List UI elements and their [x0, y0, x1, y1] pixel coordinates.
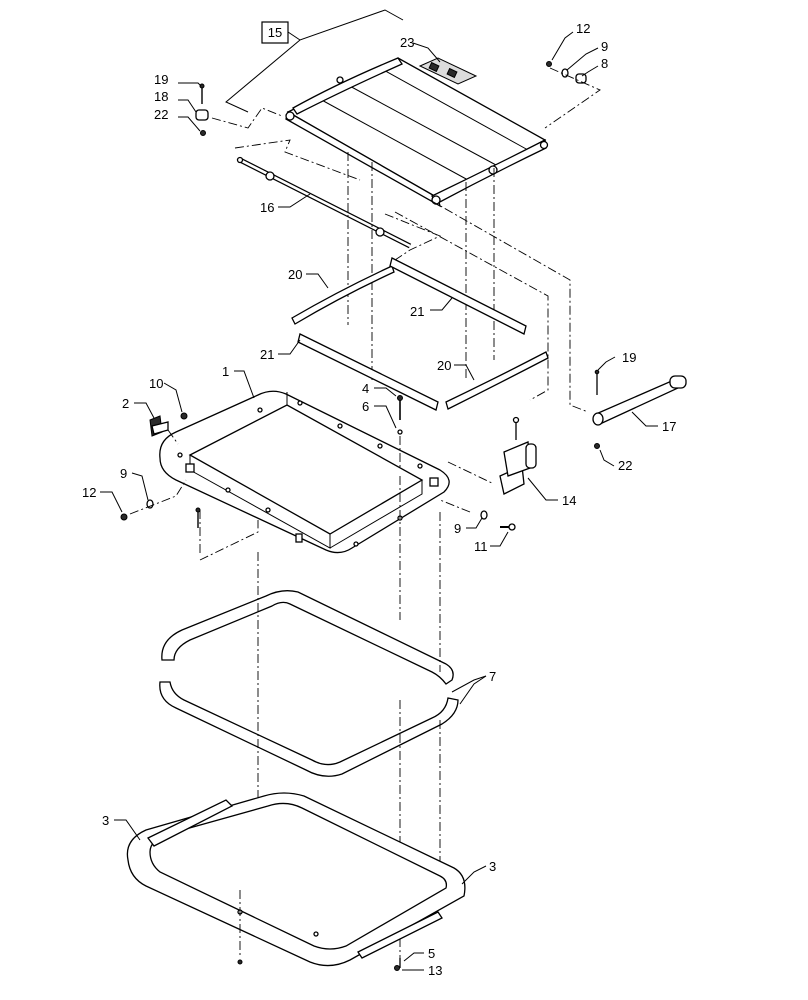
handle-17	[592, 369, 687, 449]
callout-18: 18	[154, 89, 168, 104]
callout-14: 14	[562, 493, 576, 508]
hatch-cover-panel	[285, 57, 549, 208]
callout-19-right: 19	[622, 350, 636, 365]
callout-12-left: 12	[82, 485, 96, 500]
callout-23: 23	[400, 35, 414, 50]
callout-6: 6	[362, 399, 369, 414]
assembly-reference-15: 15	[225, 9, 404, 113]
ref-box-label: 15	[268, 25, 282, 40]
hinge-bracket-14	[499, 416, 537, 495]
seal-gasket-7	[159, 590, 459, 777]
washer-9-mid	[480, 510, 488, 520]
callout-4: 4	[362, 381, 369, 396]
hardware-19-18-22-top	[195, 83, 209, 136]
callout-21-lower: 21	[260, 347, 274, 362]
bolt-11	[500, 523, 516, 531]
callout-9-mid: 9	[454, 521, 461, 536]
latch-bracket-2	[149, 415, 169, 437]
rail-21-lower	[297, 333, 439, 411]
screw-13	[394, 965, 400, 971]
callout-9-top: 9	[601, 39, 608, 54]
nut-12-left	[120, 513, 128, 521]
hatch-frame-1	[159, 390, 450, 554]
hinge-rod-16	[236, 156, 412, 249]
callout-17: 17	[662, 419, 676, 434]
callout-labels: 23 12 9 8 19 18 22 16 20 21 21 20 1 10 2…	[82, 21, 676, 978]
callout-2: 2	[122, 396, 129, 411]
callout-13: 13	[428, 963, 442, 978]
bow-strip-20-lower	[445, 351, 549, 410]
callout-11: 11	[474, 539, 488, 554]
callout-10: 10	[149, 376, 163, 391]
callout-12-top: 12	[576, 21, 590, 36]
callout-3-left: 3	[102, 813, 109, 828]
nut-10	[180, 412, 188, 420]
callout-3-right: 3	[489, 859, 496, 874]
callout-22-right: 22	[618, 458, 632, 473]
bow-strip-20-upper	[291, 265, 395, 325]
rail-21-upper	[389, 257, 527, 335]
hardware-12-9-8-top	[546, 61, 587, 84]
callout-1: 1	[222, 364, 229, 379]
callout-5: 5	[428, 946, 435, 961]
callout-22-top: 22	[154, 107, 168, 122]
bolt-4	[397, 395, 403, 420]
screw-lower-left	[237, 959, 243, 965]
callout-9-left: 9	[120, 466, 127, 481]
callout-7: 7	[489, 669, 496, 684]
callout-21-upper: 21	[410, 304, 424, 319]
callout-16: 16	[260, 200, 274, 215]
callout-19-top: 19	[154, 72, 168, 87]
callout-20-upper: 20	[288, 267, 302, 282]
trim-frame-3	[126, 792, 466, 967]
callout-20-lower: 20	[437, 358, 451, 373]
washer-6	[397, 429, 403, 435]
callout-8: 8	[601, 56, 608, 71]
